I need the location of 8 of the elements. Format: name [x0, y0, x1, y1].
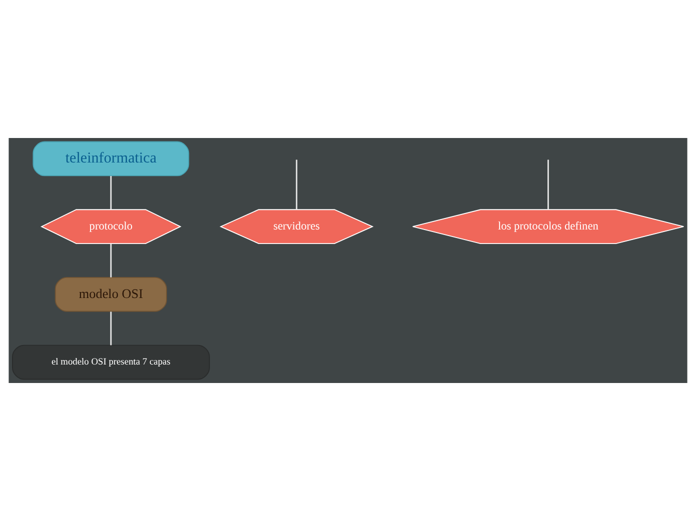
connector — [110, 243, 112, 277]
connector — [547, 159, 549, 209]
node-box: el modelo OSI presenta 7 capas — [12, 344, 210, 380]
node-box: modelo OSI — [54, 276, 168, 312]
connector — [110, 311, 112, 345]
connector — [110, 175, 112, 210]
connector — [296, 159, 298, 209]
node-box: teleinformatica — [32, 140, 190, 176]
